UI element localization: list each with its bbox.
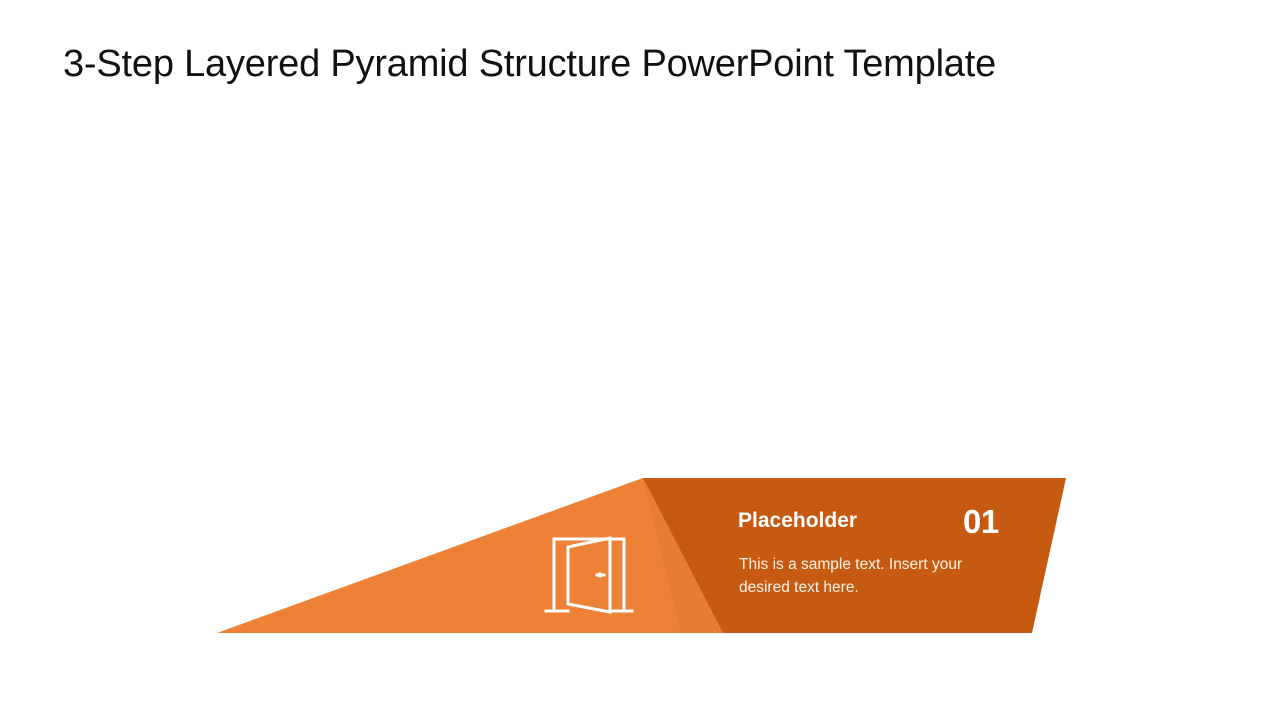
step-number-badge: 01 (963, 503, 999, 540)
pyramid-layer-1-face[interactable] (217, 478, 723, 633)
step-heading: Placeholder (738, 509, 858, 532)
page-title: 3-Step Layered Pyramid Structure PowerPo… (63, 43, 997, 85)
pyramid-layer-1-panel[interactable] (643, 478, 1066, 633)
step-body-text: This is a sample text. Insert your desir… (739, 556, 963, 597)
